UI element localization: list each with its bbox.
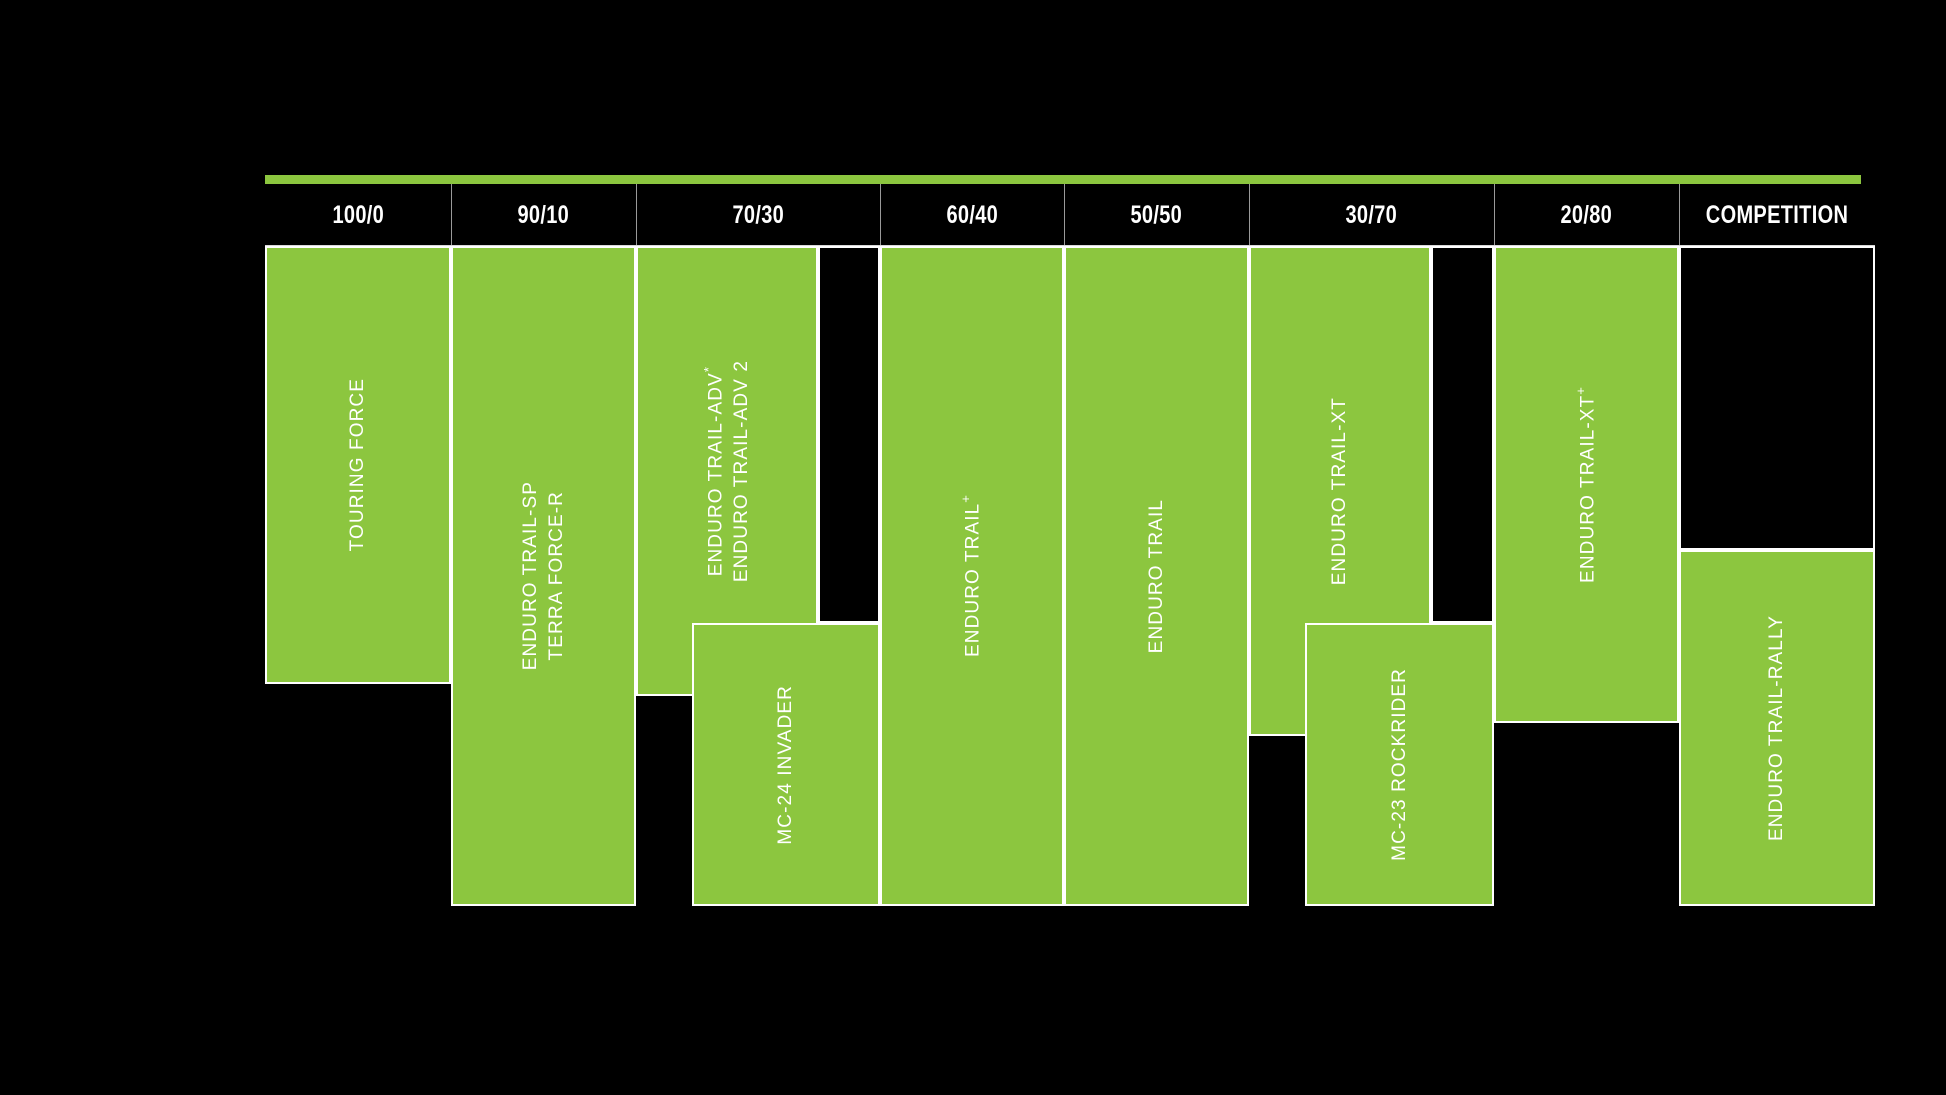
bar-label-enduro-trail-adv2: ENDURO TRAIL-ADV 2 — [730, 359, 752, 583]
bar-label-wrap: ENDURO TRAIL — [1066, 248, 1247, 904]
bar-mc-23-rockrider[interactable]: MC-23 ROCKRIDER — [1305, 623, 1494, 906]
bar-label-wrap: TERRA FORCE-R ENDURO TRAIL-SP — [453, 248, 634, 904]
header-label: 30/70 — [1345, 200, 1398, 229]
gap-block-30-70 — [1431, 246, 1494, 623]
header-cell-70-30: 70/30 — [636, 184, 880, 246]
bar-label-enduro-trail-adv: ENDURO TRAIL-ADV* — [700, 365, 726, 577]
header-label: COMPETITION — [1705, 200, 1849, 229]
asterisk-mark: * — [700, 365, 716, 373]
plot-area: TOURING FORCE TERRA FORCE-R ENDURO TRAIL… — [265, 246, 1875, 906]
header-label: 70/30 — [732, 200, 784, 229]
bar-label-wrap: MC-24 INVADER — [694, 625, 878, 904]
bar-enduro-trail-xt-plus[interactable]: ENDURO TRAIL-XT+ — [1494, 246, 1679, 723]
bar-label: ENDURO TRAIL+ — [958, 494, 984, 658]
bar-label: TOURING FORCE — [347, 378, 369, 552]
header-divider — [1679, 184, 1680, 246]
bar-label-wrap: MC-23 ROCKRIDER — [1307, 625, 1492, 904]
bar-label-wrap: TOURING FORCE — [267, 248, 449, 682]
bar-label: ENDURO TRAIL-RALLY — [1766, 614, 1788, 842]
header-row: 100/0 90/10 70/30 60/40 50/50 30/70 20/8… — [265, 184, 1875, 246]
header-cell-competition: COMPETITION — [1679, 184, 1875, 246]
bar-label-terra-force-r: TERRA FORCE-R — [545, 491, 567, 661]
bar-enduro-trail-plus[interactable]: ENDURO TRAIL+ — [880, 246, 1064, 906]
header-label: 20/80 — [1560, 200, 1613, 229]
bar-enduro-trail-adv2-adv[interactable]: ENDURO TRAIL-ADV 2 ENDURO TRAIL-ADV* — [636, 246, 818, 696]
header-cell-30-70: 30/70 — [1249, 184, 1494, 246]
header-divider — [1064, 184, 1065, 246]
gap-block-competition — [1679, 246, 1875, 550]
bar-label-wrap: ENDURO TRAIL-RALLY — [1681, 552, 1873, 904]
bar-label: MC-24 INVADER — [775, 684, 797, 845]
bar-label-wrap: ENDURO TRAIL+ — [882, 248, 1062, 904]
bar-label-wrap: ENDURO TRAIL-XT+ — [1496, 248, 1677, 721]
bar-label: MC-23 ROCKRIDER — [1388, 668, 1410, 861]
header-cell-20-80: 20/80 — [1494, 184, 1679, 246]
header-label: 50/50 — [1130, 200, 1183, 229]
header-cell-50-50: 50/50 — [1064, 184, 1249, 246]
header-cell-60-40: 60/40 — [880, 184, 1064, 246]
bar-mc-24-invader[interactable]: MC-24 INVADER — [692, 623, 880, 906]
bar-label: ENDURO TRAIL — [1145, 498, 1167, 654]
bar-label: ENDURO TRAIL-XT — [1329, 396, 1351, 586]
header-divider — [451, 184, 452, 246]
header-cell-90-10: 90/10 — [451, 184, 636, 246]
top-accent-rule — [265, 175, 1861, 184]
header-divider — [636, 184, 637, 246]
bar-enduro-trail-rally[interactable]: ENDURO TRAIL-RALLY — [1679, 550, 1875, 906]
header-label: 90/10 — [517, 200, 570, 229]
header-divider — [1494, 184, 1495, 246]
bar-touring-force[interactable]: TOURING FORCE — [265, 246, 451, 684]
header-label: 60/40 — [946, 200, 998, 229]
header-label: 100/0 — [332, 200, 384, 229]
bar-label: ENDURO TRAIL-XT+ — [1572, 386, 1599, 583]
header-cell-100-0: 100/0 — [265, 184, 451, 246]
plus-mark: + — [958, 494, 974, 504]
bar-enduro-trail[interactable]: ENDURO TRAIL — [1064, 246, 1249, 906]
header-underline — [265, 245, 1875, 246]
header-divider — [880, 184, 881, 246]
bar-label-enduro-trail-sp: ENDURO TRAIL-SP — [519, 481, 541, 671]
bar-terra-force-r-enduro-trail-sp[interactable]: TERRA FORCE-R ENDURO TRAIL-SP — [451, 246, 636, 906]
header-divider — [1249, 184, 1250, 246]
gap-block-70-30 — [818, 246, 880, 623]
plus-mark: + — [1572, 386, 1588, 395]
